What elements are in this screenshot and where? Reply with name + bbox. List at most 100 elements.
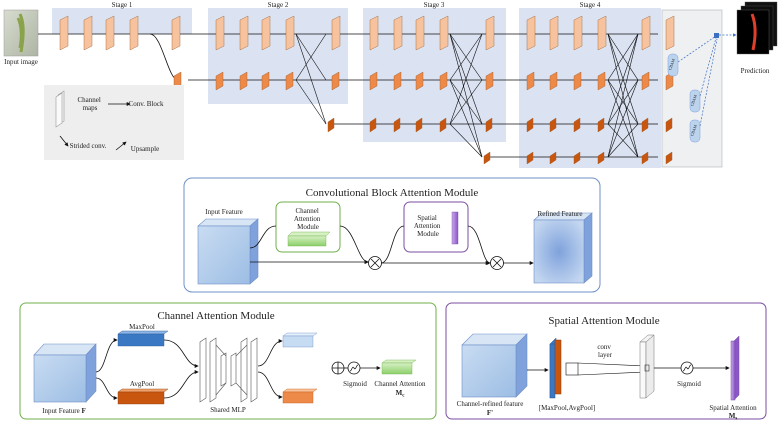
fusion-link-1 — [677, 35, 717, 63]
channel-output-symbol: Mc — [396, 389, 406, 399]
feature-map-r3-4 — [415, 117, 423, 133]
stage1-region — [52, 8, 192, 34]
svg-text:CBAM: CBAM — [689, 124, 698, 137]
mlp-output-avg — [282, 391, 314, 404]
feature-map-r2-12 — [526, 71, 535, 91]
cbam-tag-3: CBAM — [689, 119, 701, 143]
feature-map-r4-7 — [665, 151, 673, 165]
feature-map-r1-7 — [239, 15, 249, 51]
stage2-region — [208, 8, 348, 104]
exchange-s3-2-1 — [449, 79, 483, 125]
channel-output-label: Channel Attention — [374, 380, 426, 388]
exchange-s3-1-0 — [449, 33, 483, 81]
feature-map-r2-8 — [393, 71, 402, 91]
stage3-label: Stage 3 — [424, 1, 445, 9]
downsample-s2-0 — [295, 33, 327, 125]
cbam-overview: Convolutional Block Attention Module Inp… — [183, 177, 601, 293]
feature-map-r1-18 — [573, 15, 583, 51]
channel-attention-output — [381, 362, 413, 375]
stage2-label: Stage 2 — [268, 1, 289, 9]
channel-sigmoid-label: Sigmoid — [343, 380, 367, 388]
fusion-link-2 — [699, 37, 717, 97]
exchange-s4-3-0 — [607, 33, 639, 158]
feature-map-r2-16 — [641, 71, 650, 91]
avgpool-bar — [117, 391, 165, 405]
feature-map-r2-9 — [415, 71, 424, 91]
feature-map-r4-4 — [573, 151, 581, 165]
cbam-input-label: Input Feature — [205, 208, 243, 216]
fusion-link-3 — [699, 38, 718, 127]
downsample-s3-0 — [449, 33, 483, 158]
fused-point — [714, 33, 719, 38]
feature-map-r3-3 — [393, 117, 401, 133]
input-image-label: Input image — [4, 58, 38, 66]
feature-map-r4-5 — [597, 151, 605, 165]
feature-map-r1-15 — [485, 15, 495, 51]
feature-map-r2-13 — [549, 71, 558, 91]
feature-map-r4-2 — [526, 151, 534, 165]
cross-links — [295, 33, 639, 158]
avgpool-to-mlp — [163, 370, 199, 399]
cbam-spatial-label: Spatial Attention Module — [414, 214, 442, 238]
cbam-spatial-bar — [451, 211, 459, 245]
feature-map-r1-19 — [597, 15, 607, 51]
feature-map-r3-12 — [665, 117, 673, 133]
cbam-flow-3 — [380, 225, 405, 264]
feature-map-r2-4 — [261, 71, 270, 91]
spatial-attention-panel: Spatial Attention Module Channel-refined… — [445, 302, 767, 422]
feature-map-r1-21 — [665, 15, 675, 51]
feature-map-r1-1 — [59, 15, 69, 51]
feature-map-r2-10 — [439, 71, 448, 91]
cbam-flow-1 — [249, 225, 277, 249]
feature-map-r1-3 — [105, 15, 115, 51]
feature-map-r1-5 — [171, 15, 181, 51]
legend-strided-conv: Strided conv. — [70, 142, 107, 150]
feature-map-r1-13 — [415, 15, 425, 51]
feature-map-r3-10 — [597, 117, 605, 133]
cbam-title: Convolutional Block Attention Module — [306, 187, 479, 199]
cbam-refined-cube — [533, 219, 585, 284]
wheat-ear — [16, 13, 25, 53]
stage3-region — [363, 8, 506, 142]
spatial-input-cube — [461, 344, 517, 398]
feature-map-r3-6 — [485, 117, 493, 133]
feature-maps — [59, 15, 675, 165]
maxpool-to-mlp — [163, 339, 199, 368]
cbam-tag-2: CBAM — [689, 89, 701, 113]
maxpool-bar — [117, 333, 165, 347]
legend-channel-maps: Channel maps — [77, 96, 102, 112]
feature-map-r2-11 — [485, 71, 494, 91]
feature-map-r1-9 — [285, 15, 295, 51]
conv-layer-label: conv layer — [597, 343, 612, 359]
feature-map-r1-2 — [83, 15, 93, 51]
feature-map-r1-4 — [129, 15, 139, 51]
exchange-s4-2-1 — [607, 79, 639, 125]
avgpool-label: AvgPool — [130, 380, 154, 388]
feature-map-r2-7 — [369, 71, 378, 91]
feature-map-r3-11 — [641, 117, 649, 133]
cbam-tag-1: CBAM — [667, 53, 679, 77]
channel-title: Channel Attention Module — [157, 310, 274, 322]
downsample-s3-2 — [449, 123, 483, 158]
prediction-label: Prediction — [741, 67, 770, 75]
downsample-s2-1 — [295, 79, 327, 125]
feature-map-r4-1 — [483, 151, 491, 165]
channel-input-label: Input Feature F — [42, 407, 86, 415]
feature-map-r4-6 — [641, 151, 649, 165]
channel-attention-panel: Channel Attention Module Input Feature F… — [19, 302, 437, 420]
svg-text:CBAM: CBAM — [689, 94, 698, 107]
feature-map-r1-14 — [439, 15, 449, 51]
spatial-pool-label: [MaxPool,AvgPool] — [539, 404, 595, 412]
feature-map-r1-20 — [641, 15, 651, 51]
feature-map-r3-1 — [327, 117, 335, 133]
legend-upsample: Upsample — [131, 145, 159, 153]
spatial-pool-maxmap — [549, 343, 556, 399]
shared-mlp-label: Shared MLP — [210, 406, 246, 414]
spatial-pool-avgmap — [554, 339, 562, 395]
exchange-s4-2-0 — [607, 33, 639, 125]
feature-map-r3-9 — [573, 117, 581, 133]
stage4-region — [519, 8, 661, 168]
downsample-s3-1 — [449, 79, 483, 158]
conv-kernel — [565, 362, 579, 376]
